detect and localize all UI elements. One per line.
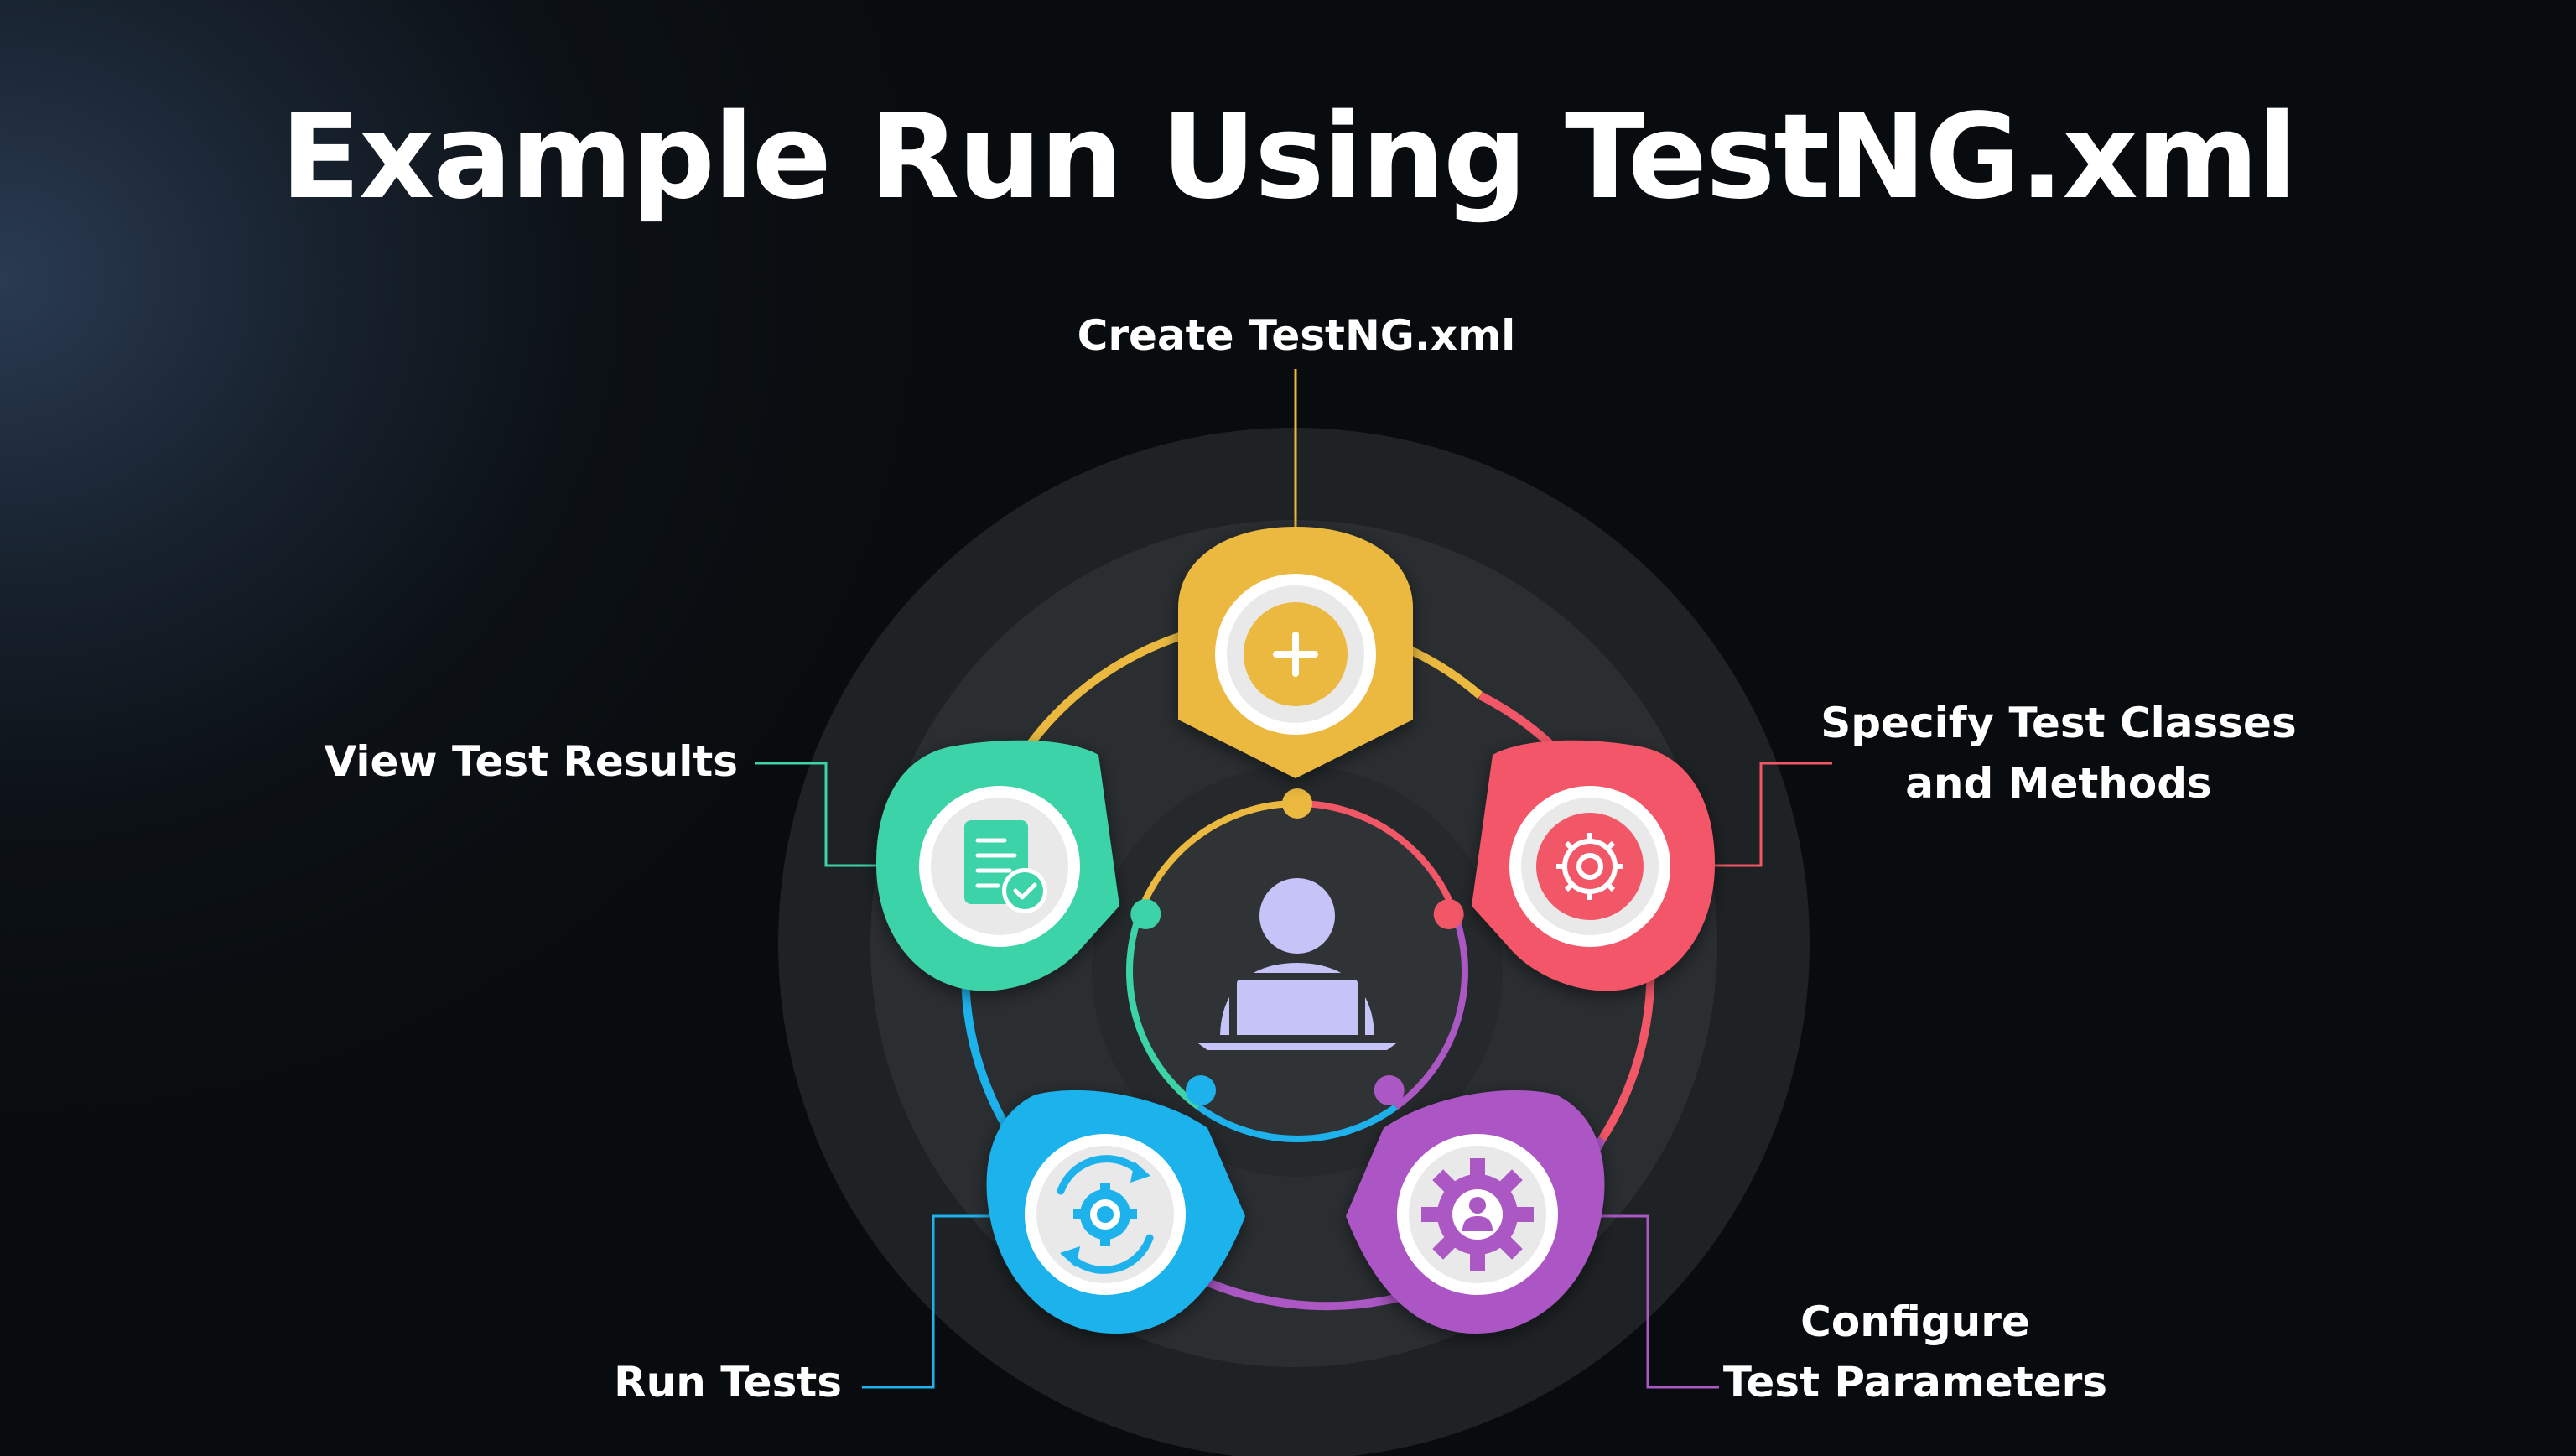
- page-title: Example Run Using TestNG.xml: [280, 89, 2297, 226]
- inner-dot-top: [1282, 788, 1312, 819]
- inner-dot-lower-right: [1374, 1075, 1405, 1105]
- person-laptop-icon: [1196, 878, 1399, 1050]
- step-specify-label: Specify Test Classes and Methods: [1820, 693, 2296, 814]
- inner-segment-4: [1126, 918, 1201, 1110]
- connector-lines: [755, 369, 1832, 1389]
- connector-configure: [1595, 1214, 1719, 1389]
- inner-ring-dots: [1130, 788, 1464, 1105]
- inner-dot-lower-left: [1186, 1075, 1216, 1105]
- inner-dot-left: [1130, 899, 1161, 929]
- gear-icon: [1536, 813, 1644, 920]
- step-view-label: View Test Results: [325, 731, 738, 792]
- plus-icon: [1244, 602, 1348, 706]
- user-gear-icon: [1421, 1158, 1534, 1271]
- inner-ring: [1126, 800, 1468, 1142]
- step-create-label: Create TestNG.xml: [1078, 305, 1516, 366]
- inner-segment-1: [1296, 800, 1461, 921]
- step-view-label-line: View Test Results: [324, 737, 738, 786]
- inner-segment-2: [1394, 918, 1468, 1110]
- inner-dot-right: [1433, 899, 1464, 929]
- step-specify-label-line-2: and Methods: [1905, 759, 2212, 808]
- step-configure-label-line-1: Configure: [1800, 1297, 2030, 1346]
- step-configure-label: Configure Test Parameters: [1723, 1292, 2107, 1412]
- refresh-gear-icon: [1057, 1155, 1154, 1274]
- inner-segment-5: [1134, 800, 1298, 921]
- step-create-label-line: Create TestNG.xml: [1077, 311, 1516, 360]
- document-check-icon: [964, 820, 1047, 913]
- step-run-label: Run Tests: [614, 1352, 842, 1412]
- step-configure-label-line-2: Test Parameters: [1722, 1358, 2108, 1407]
- step-specify-label-line-1: Specify Test Classes: [1820, 699, 2297, 747]
- step-run-label-line: Run Tests: [614, 1358, 842, 1407]
- connector-view: [755, 762, 880, 867]
- inner-segment-3: [1197, 1104, 1398, 1142]
- connector-run: [862, 1214, 989, 1389]
- connector-specify: [1715, 762, 1832, 867]
